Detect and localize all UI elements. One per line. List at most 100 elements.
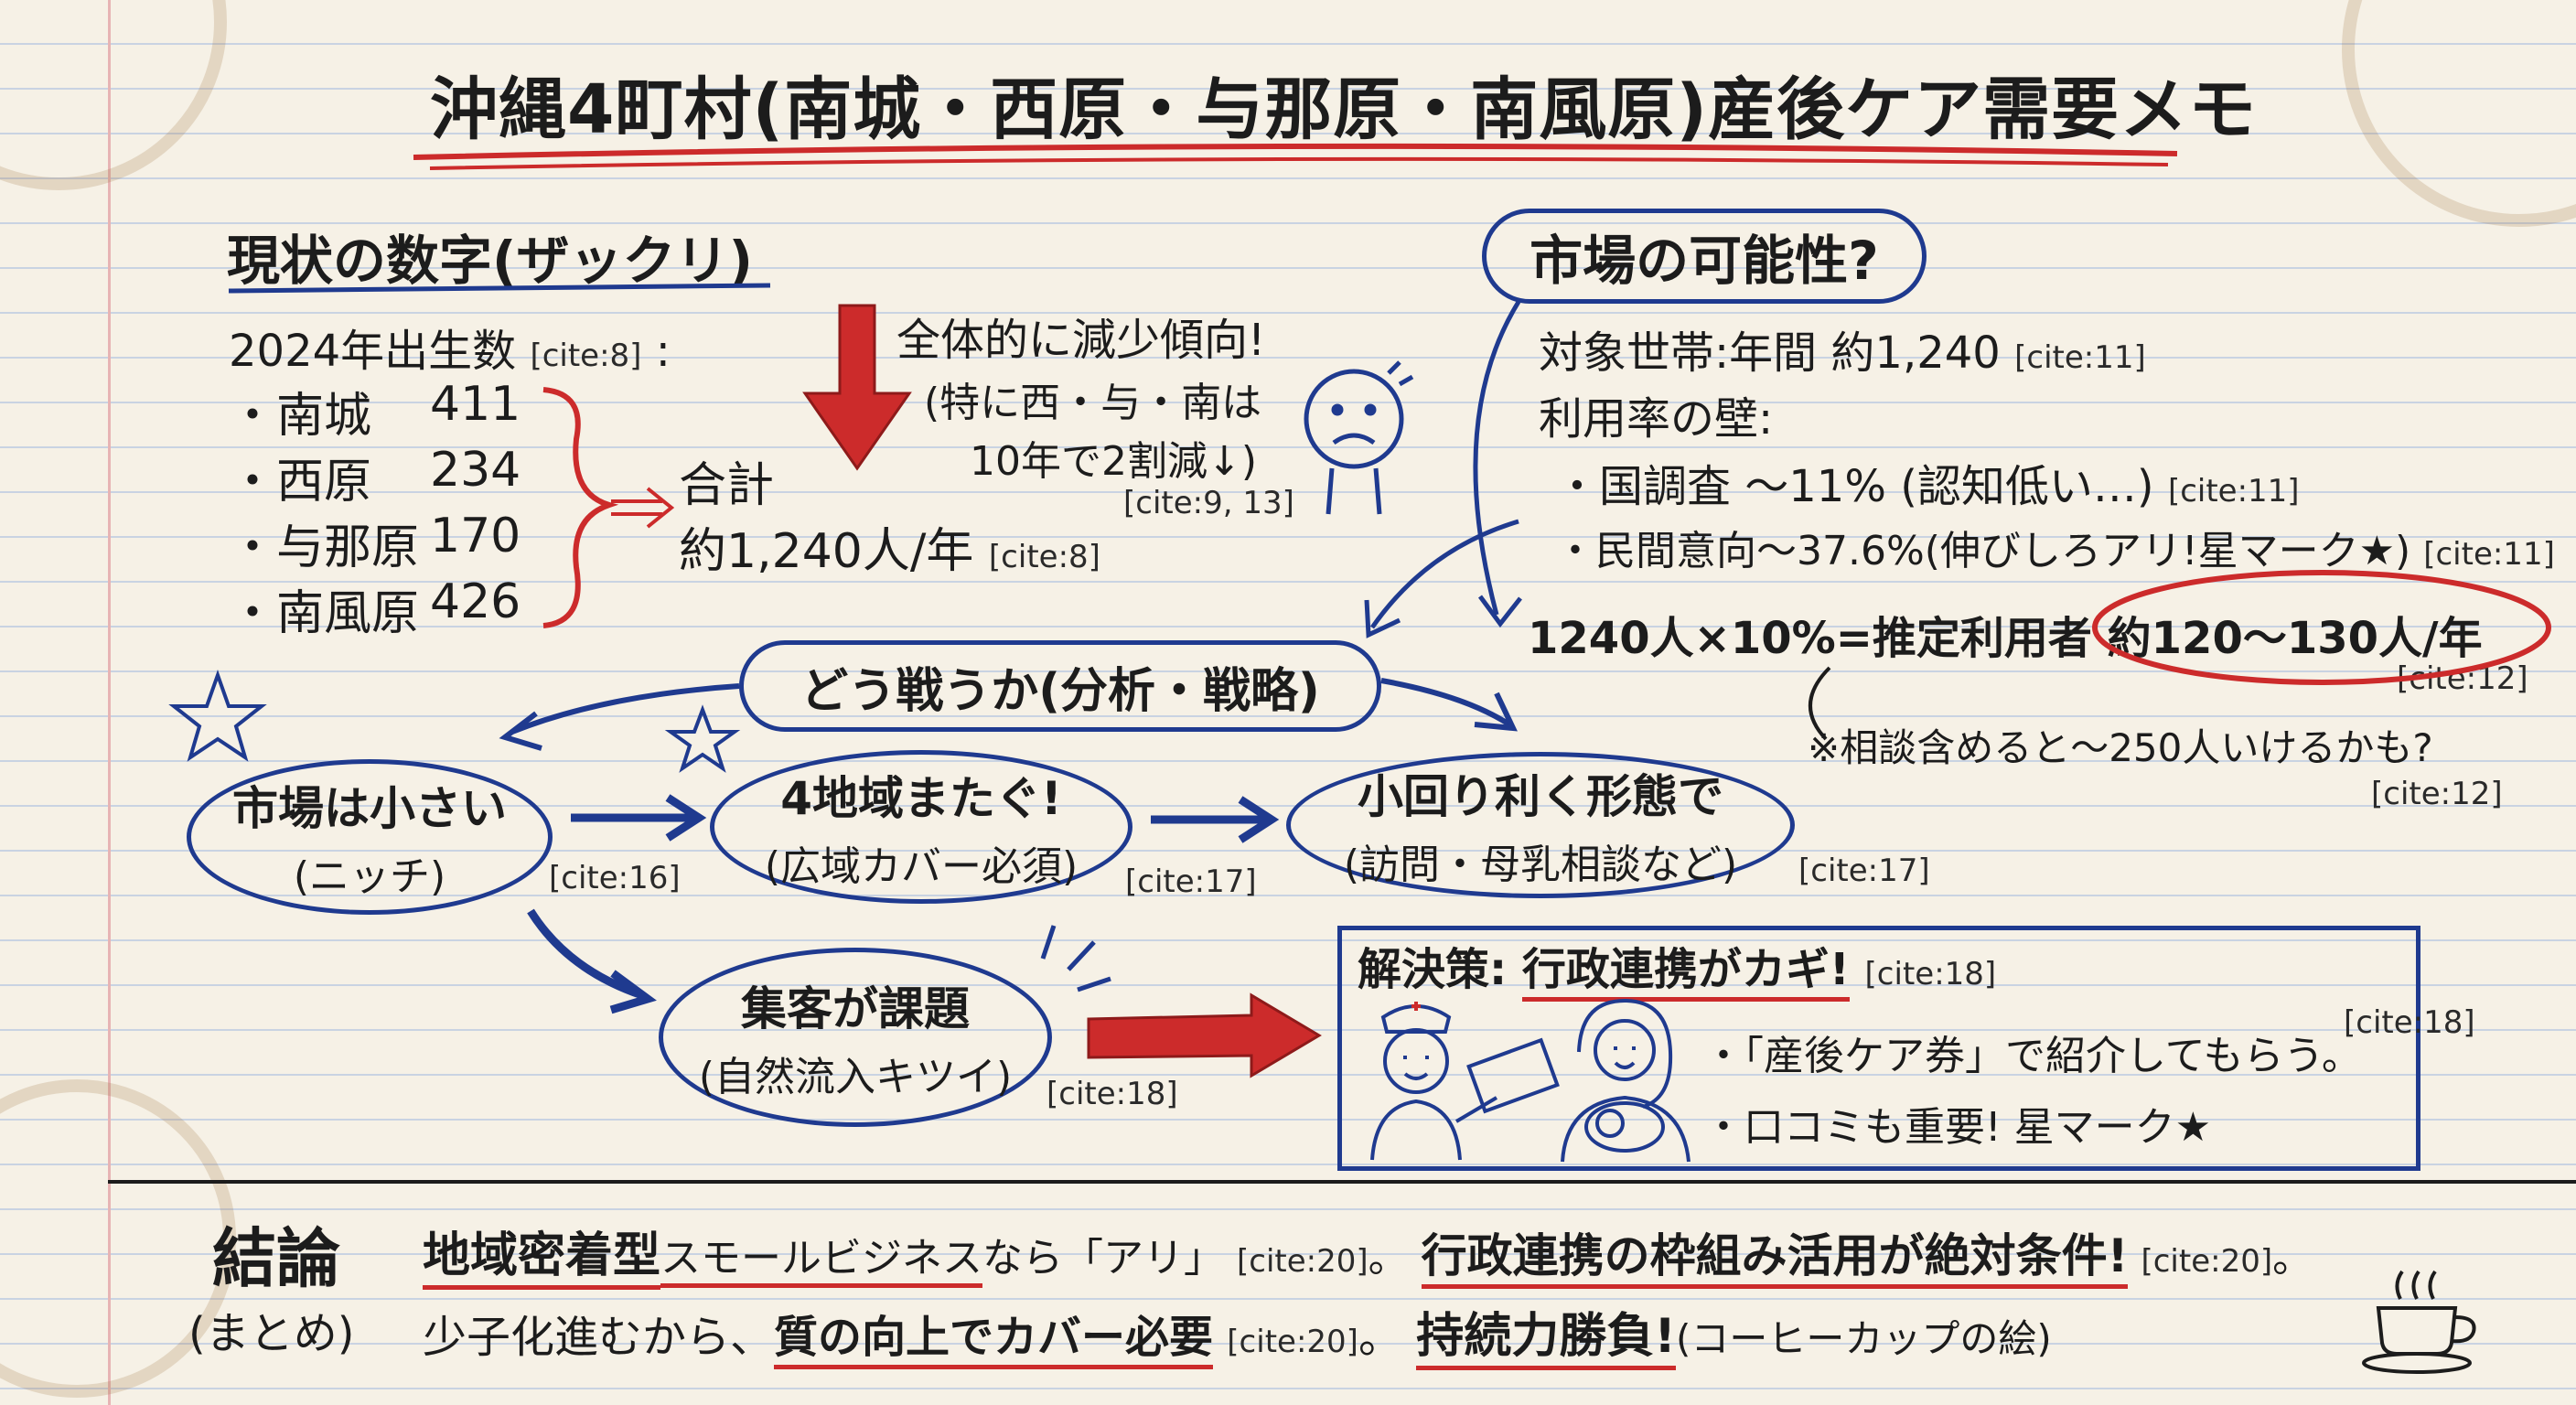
strategy-arrow-right-head: [1474, 692, 1518, 732]
market-national-cite: [cite:11]: [2167, 473, 2300, 509]
trend-line3: 10年で2割減↓): [970, 438, 1258, 485]
solution-item2: ・口コミも重要! 星マーク★: [1703, 1104, 2212, 1151]
births-label-row: 2024年出生数 [cite:8] :: [229, 315, 671, 379]
conclusion-cite1: [cite:20]: [1237, 1243, 1368, 1280]
market-private: ・民間意向〜37.6%(伸びしろアリ!星マーク★): [1555, 528, 2411, 574]
page-title: 沖縄4町村(南城・西原・与那原・南風原)産後ケア需要メモ: [430, 70, 2258, 149]
conclusion-label-sub: (まとめ): [188, 1308, 355, 1359]
solution-item1-cite: [cite:18]: [2344, 1004, 2475, 1041]
flow-arrow-head: [1238, 796, 1280, 843]
conclusion-small-biz: スモールビジネス: [660, 1235, 983, 1288]
market-target-cite: [cite:11]: [2014, 339, 2146, 376]
total-cite: [cite:8]: [988, 539, 1100, 575]
market-target-row: 対象世帯:年間 約1,240 [cite:11]: [1539, 316, 2146, 381]
flow-arrow-head: [609, 970, 657, 1014]
births-colon: :: [655, 326, 671, 377]
mother-baby-icon: [1561, 998, 1690, 1163]
conclusion-declining: 少子化進むから、: [423, 1312, 775, 1363]
market-arrow: [1473, 300, 1521, 616]
conclusion-period2: 。: [2272, 1235, 2313, 1282]
node-small-market-l2: (ニッチ): [293, 853, 446, 900]
current-heading-underline: [228, 283, 771, 294]
town-value: 170: [430, 509, 521, 563]
conclusion-line1: 地域密着型スモールビジネスなら「アリ」 [cite:20]。 行政連携の枠組み活…: [423, 1217, 2313, 1290]
town-name: ・南風原: [229, 586, 420, 641]
conclusion-local: 地域密着型: [423, 1228, 661, 1290]
strategy-arrow-right: [1380, 678, 1511, 727]
solution-cite: [cite:18]: [1864, 956, 1997, 992]
trend-cite: [cite:9, 13]: [1123, 485, 1294, 521]
solution-item1: ・「産後ケア券」で紹介してもらう。: [1703, 1033, 2362, 1079]
total-label: 合計: [679, 458, 775, 513]
conclusion-cite3: [cite:20]: [1227, 1324, 1358, 1360]
solution-heading-key: 行政連携がカギ!: [1521, 944, 1850, 1002]
market-estimate-value: 約120〜130人/年: [2107, 613, 2483, 664]
estimate-circle: [2092, 570, 2551, 685]
market-wall: 利用率の壁:: [1539, 393, 1774, 445]
conclusion-quality: 質の向上でカバー必要: [774, 1312, 1214, 1369]
strategy-arrow-left: [510, 683, 740, 735]
current-heading: 現状の数字(ザックリ): [227, 230, 754, 292]
node-wide-area-cite: [cite:17]: [1125, 863, 1257, 900]
trend-line1: 全体的に減少傾向!: [896, 315, 1266, 366]
trend-line2: (特に西・与・南は: [924, 380, 1262, 426]
market-estimate-row: 1240人×10%=推定利用者 約120〜130人/年: [1528, 602, 2483, 666]
town-name: ・西原: [229, 455, 372, 509]
solution-heading: 解決策:: [1358, 944, 1508, 995]
node-attract-l2: (自然流入キツイ): [698, 1054, 1013, 1100]
market-consult: ※相談含めると〜250人いけるかも?: [1808, 725, 2433, 770]
conclusion-coffee-note: (コーヒーカップの絵): [1675, 1316, 2052, 1361]
nurse-icon: [1370, 1002, 1560, 1161]
conclusion-cite2: [cite:20]: [2141, 1243, 2273, 1280]
node-small-market-cite: [cite:16]: [549, 860, 681, 896]
town-value: 234: [430, 443, 521, 498]
market-heading-oval: 市場の可能性?: [1482, 209, 1927, 304]
solution-heading-row: 解決策: 行政連携がカギ! [cite:18]: [1358, 933, 1997, 1002]
star-icon: [168, 669, 267, 762]
margin-line: [108, 0, 111, 1405]
conclusion-endurance: 持続力勝負!: [1416, 1309, 1676, 1370]
flow-arrow-head: [665, 794, 707, 842]
node-form: 小回り利く形態で (訪問・母乳相談など): [1286, 752, 1795, 898]
coffee-cup-icon: [2362, 1270, 2476, 1374]
market-national: ・国調査 〜11% (認知低い…): [1555, 461, 2154, 512]
market-consult-cite: [cite:12]: [2371, 776, 2503, 812]
conclusion-ari: なら「アリ」: [982, 1235, 1225, 1282]
strategy-arrow-left-head: [499, 711, 542, 751]
private-arrow-head: [1364, 599, 1401, 638]
consult-arrow: [1809, 666, 1831, 741]
node-small-market: 市場は小さい (ニッチ): [187, 759, 553, 915]
sad-face-icon: [1304, 360, 1414, 515]
node-wide-area-l2: (広域カバー必須): [764, 843, 1079, 890]
node-wide-area: 4地域またぐ! (広域カバー必須): [710, 750, 1132, 904]
emphasis-marks: [1040, 925, 1111, 992]
down-arrow-icon: [802, 304, 912, 471]
conclusion-admin: 行政連携の枠組み活用が絶対条件!: [1421, 1229, 2129, 1289]
town-name: ・与那原: [229, 520, 420, 575]
town-value: 411: [430, 377, 521, 432]
market-national-row: ・国調査 〜11% (認知低い…) [cite:11]: [1555, 450, 2300, 514]
strategy-heading-oval: どう戦うか(分析・戦略): [739, 640, 1381, 732]
node-form-l1: 小回り利く形態で: [1358, 770, 1723, 823]
node-form-l2: (訪問・母乳相談など): [1343, 842, 1738, 888]
town-name: ・南城: [229, 389, 372, 444]
market-target: 対象世帯:年間 約1,240: [1539, 327, 2001, 379]
node-attract: 集客が課題 (自然流入キツイ): [659, 948, 1052, 1127]
market-private-cite: [cite:11]: [2423, 536, 2555, 573]
total-value: 約1,240人/年: [679, 524, 974, 579]
conclusion-divider: [108, 1180, 2576, 1184]
market-arrow-head: [1477, 595, 1522, 628]
solution-box: [1337, 926, 2420, 1171]
conclusion-period3: 。: [1358, 1312, 1402, 1363]
conclusion-label: 結論: [212, 1221, 340, 1296]
flow-arrow: [527, 908, 644, 1000]
town-value: 426: [430, 574, 521, 629]
town-brace: [542, 387, 619, 628]
title-underline: [429, 156, 2169, 170]
node-attract-cite: [cite:18]: [1046, 1076, 1178, 1112]
node-form-cite: [cite:17]: [1798, 853, 1930, 889]
conclusion-line2: 少子化進むから、質の向上でカバー必要 [cite:20]。 持続力勝負!(コーヒ…: [423, 1297, 2052, 1370]
private-arrow: [1369, 519, 1519, 629]
